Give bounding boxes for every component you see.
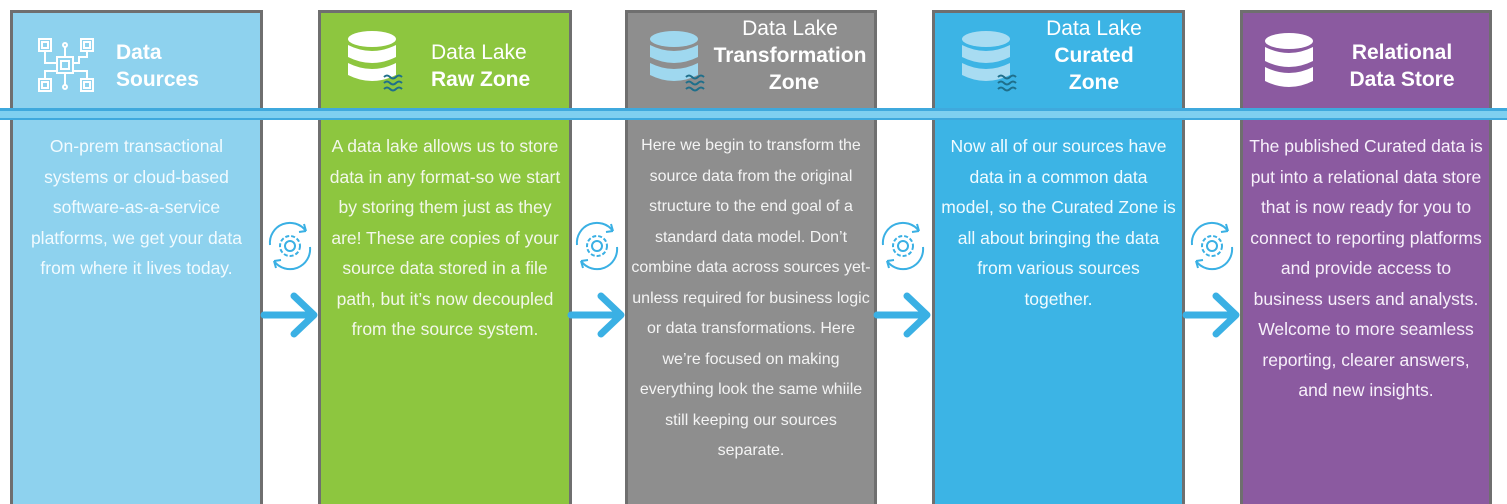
column-data-sources: Data Sources On-prem transactional syste… bbox=[10, 10, 263, 504]
column-title: Data Lake Raw Zone bbox=[431, 39, 530, 93]
column-title: Relational Data Store bbox=[1335, 39, 1469, 93]
column-header: Data Sources bbox=[13, 13, 260, 113]
gear-cycle-icon bbox=[881, 221, 925, 271]
arrow-right-icon bbox=[873, 292, 931, 338]
column-title: Data Lake Curated Zone bbox=[1029, 15, 1159, 96]
database-icon bbox=[962, 31, 1017, 92]
arrow-right-icon bbox=[260, 292, 318, 338]
column-curated-zone: Data Lake Curated Zone Now all of our so… bbox=[932, 10, 1185, 504]
column-title: Data Sources bbox=[116, 39, 199, 93]
gear-cycle-icon bbox=[1190, 221, 1234, 271]
column-description: Now all of our sources have data in a co… bbox=[941, 136, 1176, 309]
title-light: Data Lake bbox=[1046, 17, 1142, 40]
title-bold: Raw Zone bbox=[431, 68, 531, 91]
title-bold-line: Zone bbox=[1068, 71, 1120, 94]
title-light: Data Lake bbox=[431, 41, 527, 64]
column-header: Data Lake Curated Zone bbox=[935, 13, 1182, 113]
column-description: The published Curated data is put into a… bbox=[1249, 136, 1483, 400]
title-bold-line: Sources bbox=[116, 68, 199, 91]
column-description: A data lake allows us to store data in a… bbox=[329, 136, 561, 339]
column-header: Data Lake Raw Zone bbox=[321, 13, 569, 113]
column-header: Data Lake Transformation Zone bbox=[628, 13, 874, 113]
column-header: Relational Data Store bbox=[1243, 13, 1489, 113]
title-bold-line: Relational bbox=[1351, 41, 1453, 64]
circuit-icon bbox=[38, 38, 94, 92]
column-transformation-zone: Data Lake Transformation Zone Here we be… bbox=[625, 10, 877, 504]
title-bold-line: Zone bbox=[768, 71, 820, 94]
connector-1 bbox=[260, 215, 320, 365]
database-icon bbox=[650, 31, 705, 92]
column-raw-zone: Data Lake Raw Zone A data lake allows us… bbox=[318, 10, 572, 504]
connector-3 bbox=[873, 215, 933, 365]
column-description: On-prem transactional systems or cloud-b… bbox=[30, 136, 243, 278]
column-relational-data-store: Relational Data Store The published Cura… bbox=[1240, 10, 1492, 504]
arrow-right-icon bbox=[567, 292, 625, 338]
arrow-right-icon bbox=[1182, 292, 1240, 338]
flow-band bbox=[0, 108, 1507, 120]
title-bold-line: Transformation bbox=[713, 44, 867, 67]
column-description: Here we begin to transform the source da… bbox=[631, 137, 871, 459]
database-icon bbox=[348, 31, 403, 92]
column-title: Data Lake Transformation Zone bbox=[702, 15, 878, 96]
connector-2 bbox=[567, 215, 627, 365]
database-icon bbox=[1265, 33, 1313, 87]
title-light: Data Lake bbox=[742, 17, 838, 40]
title-bold-line: Data Store bbox=[1349, 68, 1455, 91]
gear-cycle-icon bbox=[575, 221, 619, 271]
connector-4 bbox=[1182, 215, 1242, 365]
title-bold-line: Data bbox=[116, 41, 162, 64]
title-bold-line: Curated bbox=[1054, 44, 1134, 67]
gear-cycle-icon bbox=[268, 221, 312, 271]
